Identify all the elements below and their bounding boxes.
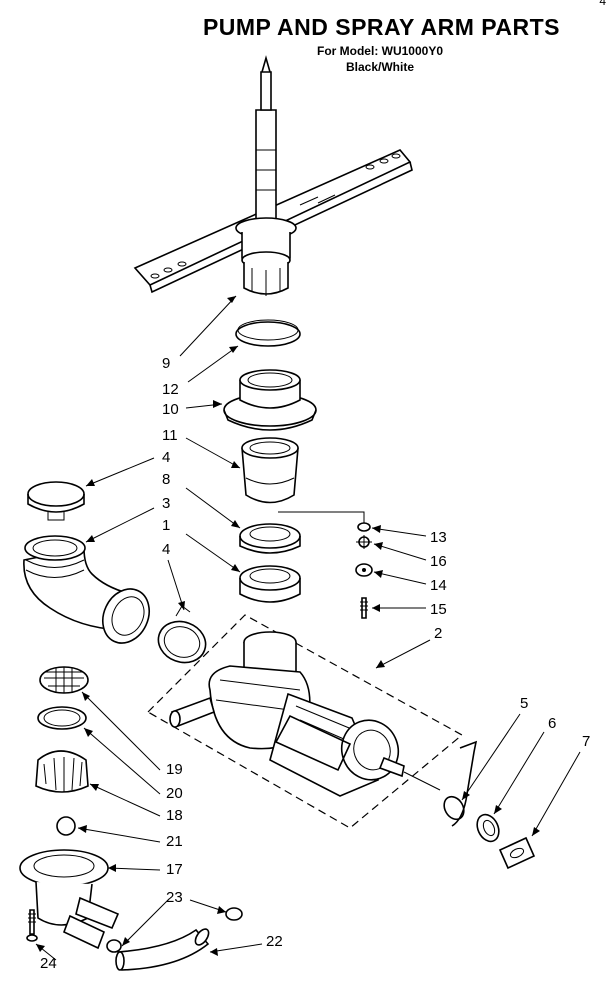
leader-lines: [35, 295, 581, 961]
color-line: Black/White: [345, 60, 414, 74]
callout-7: 7: [582, 733, 591, 750]
part-8-seal: [239, 523, 301, 554]
part-21-ball: [56, 816, 76, 836]
part-1-seal: [239, 565, 301, 603]
part-22-hose: [115, 928, 210, 971]
spray-arm-drawing: [133, 55, 413, 296]
callout-2: 2: [434, 625, 443, 642]
callout-6: 6: [548, 715, 557, 732]
part-4-clamp-upper: [27, 481, 85, 521]
callout-9: 9: [162, 355, 171, 372]
callout-17: 17: [166, 861, 183, 878]
callout-3: 3: [162, 495, 171, 512]
callout-19: 19: [166, 761, 183, 778]
callout-5: 5: [520, 695, 529, 712]
small-hardware: [278, 511, 373, 619]
callout-23: 23: [166, 889, 183, 906]
callout-10: 10: [162, 401, 179, 418]
part-23-clamps: [106, 907, 243, 953]
part-18-filter: [35, 750, 89, 793]
model-line: For Model: WU1000Y0: [316, 44, 444, 58]
part-7-gasket: [498, 836, 536, 870]
diagram-title: PUMP AND SPRAY ARM PARTS: [202, 14, 560, 40]
part-19-grille: [39, 666, 89, 694]
callout-20: 20: [166, 785, 183, 802]
callout-15: 15: [430, 601, 447, 618]
part-17-sump: [19, 849, 120, 950]
callout-12: 12: [162, 381, 179, 398]
callout-4-lower: 4: [162, 541, 171, 558]
callout-16: 16: [430, 553, 447, 570]
callout-13: 13: [430, 529, 447, 546]
callout-22: 22: [266, 933, 283, 950]
part-5-spring-link: [403, 740, 478, 827]
part-3-hose: [23, 535, 150, 644]
callout-8: 8: [162, 471, 171, 488]
part-10-bearing: [223, 369, 317, 431]
page-corner-mark: 4: [599, 0, 606, 8]
callout-18: 18: [166, 807, 183, 824]
callout-24: 24: [40, 955, 57, 972]
part-24-screw: [26, 909, 38, 942]
callout-21: 21: [166, 833, 183, 850]
part-2-pump-motor: [147, 614, 464, 829]
callout-4: 4: [162, 449, 171, 466]
callout-14: 14: [430, 577, 447, 594]
part-12-ring: [235, 319, 301, 347]
part-6-grommet: [476, 813, 500, 843]
part-4-clamp-lower: [157, 605, 207, 664]
part-11-cup: [241, 437, 299, 504]
callout-11: 11: [162, 427, 178, 444]
callout-1: 1: [162, 517, 171, 534]
part-20-ring: [37, 706, 87, 730]
